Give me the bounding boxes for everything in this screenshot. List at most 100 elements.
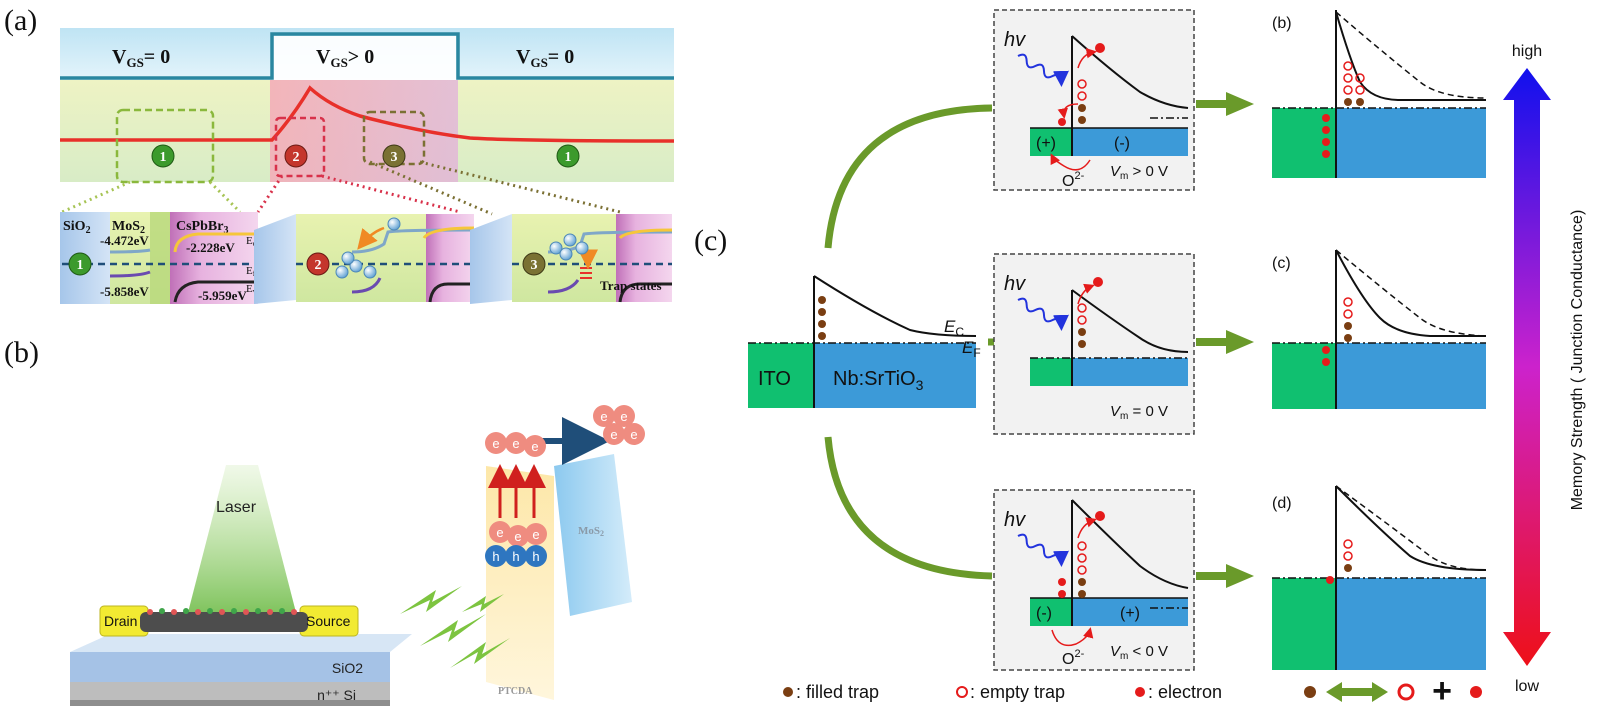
legend-double-arrow-icon — [1326, 682, 1388, 702]
legend-empty-trap: : empty trap — [970, 682, 1065, 702]
interface-strip — [150, 212, 170, 304]
box-middle-vm: Vm = 0 V — [1110, 403, 1168, 422]
svg-text:e: e — [492, 436, 499, 451]
legend-filled-trap: : filled trap — [796, 682, 879, 702]
box-middle-photon — [1017, 297, 1069, 331]
box-bottom-hv: hv — [1004, 509, 1026, 531]
legend-empty-trap-icon — [956, 686, 968, 698]
box-top-oxygen-arrow — [1050, 153, 1091, 171]
ptcda-electrons: e e e — [485, 432, 546, 457]
svg-text:e: e — [620, 409, 627, 424]
result-diagram-d: (d) — [1272, 485, 1487, 670]
box-top-oxygen: O2- — [1062, 170, 1085, 190]
n-si-substrate-shade — [70, 700, 390, 706]
memory-strength-colorbar: high low Memory Strength ( Junction Cond… — [1503, 43, 1586, 695]
mos2-slab-label: MoS2 — [578, 525, 604, 538]
box-bottom-filled-traps — [1078, 578, 1086, 598]
box-top-left-sign: (+) — [1036, 135, 1056, 152]
box-middle-excite-arrow — [1077, 283, 1095, 305]
zoom-line-3b — [419, 160, 621, 214]
result-diagram-c: (c) — [1272, 249, 1487, 409]
box-middle-excited-electron — [1093, 277, 1103, 287]
band-3-vb-csp — [618, 282, 672, 303]
box-bottom-photon — [1017, 533, 1069, 567]
box-middle-filled-traps — [1078, 328, 1086, 348]
box-middle-empty-traps — [1077, 303, 1087, 325]
panel-label-c: (c) — [694, 224, 727, 257]
svg-text:e: e — [532, 527, 539, 542]
panel-label-b: (b) — [4, 336, 39, 369]
box-bottom-ito — [1030, 598, 1072, 626]
box-middle-ito — [1030, 358, 1072, 386]
region-marker-2: 2 — [284, 144, 308, 168]
box-top-return-arrow — [1057, 103, 1079, 119]
legend-eq-filled-icon — [1304, 686, 1316, 698]
box-top-interface-electron — [1058, 118, 1066, 126]
channel — [140, 612, 308, 632]
legend-eq-electron-icon — [1470, 686, 1482, 698]
band-2-electron — [349, 259, 363, 273]
box-top-filled-traps — [1078, 104, 1086, 124]
box-bottom-excited-electron — [1095, 511, 1105, 521]
zoom-line-2a — [256, 175, 284, 213]
colorbar-high-label: high — [1512, 43, 1542, 60]
region-box-1 — [115, 108, 215, 184]
box-bottom-vm: Vm < 0 V — [1110, 643, 1168, 662]
box-top-hv: hv — [1004, 29, 1026, 51]
sio2-layer-top — [70, 634, 412, 652]
band-2-transfer-arrow — [357, 226, 385, 250]
region-marker-1: 1 — [151, 144, 175, 168]
photocurrent-curve — [60, 85, 675, 143]
colorbar-title: Memory Strength ( Junction Conductance) — [1569, 210, 1586, 511]
svg-text:3: 3 — [391, 150, 398, 165]
svg-text:1: 1 — [77, 258, 84, 273]
svg-text:e: e — [514, 529, 521, 544]
mos2-electrons: e e e e — [593, 405, 645, 445]
mos2-label: MoS2 — [112, 219, 145, 236]
n-si-label: n⁺⁺ Si — [317, 687, 356, 703]
band-diagram-1: SiO2 MoS2 CsPbBr3 -4.472eV -2.228eV -5.8… — [60, 212, 258, 304]
box-bottom-excite-arrow — [1077, 517, 1097, 539]
legend-plus: + — [1432, 672, 1452, 709]
illuminated-box-bottom: hv (-) (+) O2- Vm < 0 V — [993, 489, 1195, 671]
band-2-electron-top — [387, 217, 401, 231]
region-marker-1-right: 1 — [556, 144, 580, 168]
ptcda-slab — [486, 466, 554, 700]
svg-text:e: e — [630, 427, 637, 442]
center-ec-curve — [813, 275, 977, 337]
region-marker-3: 3 — [382, 144, 406, 168]
box-top-ito — [1030, 128, 1072, 156]
box-bottom-oxygen: O2- — [1062, 648, 1085, 668]
nsto-block — [814, 343, 976, 408]
cspbbr3-label: CsPbBr3 — [176, 219, 228, 236]
gate-voltage-line — [60, 32, 674, 80]
band-3-electron — [549, 241, 563, 255]
svg-text:1: 1 — [565, 150, 572, 165]
ito-label: ITO — [758, 368, 791, 390]
region-box-2 — [274, 116, 326, 178]
sio2-label: SiO2 — [63, 219, 91, 236]
zoom-line-1a — [61, 180, 131, 214]
ef-label-center: EF — [962, 338, 981, 360]
gate-label-left: VGS= 0 — [112, 46, 170, 70]
band-3-electron — [575, 241, 589, 255]
band-2-cb-yellow — [422, 226, 475, 239]
colorbar-arrow — [1503, 68, 1551, 666]
svg-text:3: 3 — [531, 258, 538, 273]
band-3-cb-yellow — [618, 228, 673, 240]
illuminated-box-top: hv (+) (-) O2- Vm > 0 V — [993, 9, 1195, 191]
box-top-excite-arrow — [1077, 48, 1097, 69]
conduction-band-csp — [173, 232, 258, 253]
result-label-c: (c) — [1272, 255, 1291, 272]
ev-mos2-value: -5.858eV — [100, 284, 149, 299]
box-bottom-oxygen-arrow — [1051, 627, 1094, 647]
cspbbr3-layer — [170, 212, 258, 304]
box-bottom-nsto — [1072, 598, 1188, 626]
channel-molecules — [147, 608, 297, 615]
svg-text:e: e — [610, 427, 617, 442]
band-2-electron — [341, 251, 355, 265]
svg-text:e: e — [531, 439, 538, 454]
box-top-photon — [1017, 53, 1069, 87]
box-bottom-right-sign: (+) — [1120, 605, 1140, 622]
